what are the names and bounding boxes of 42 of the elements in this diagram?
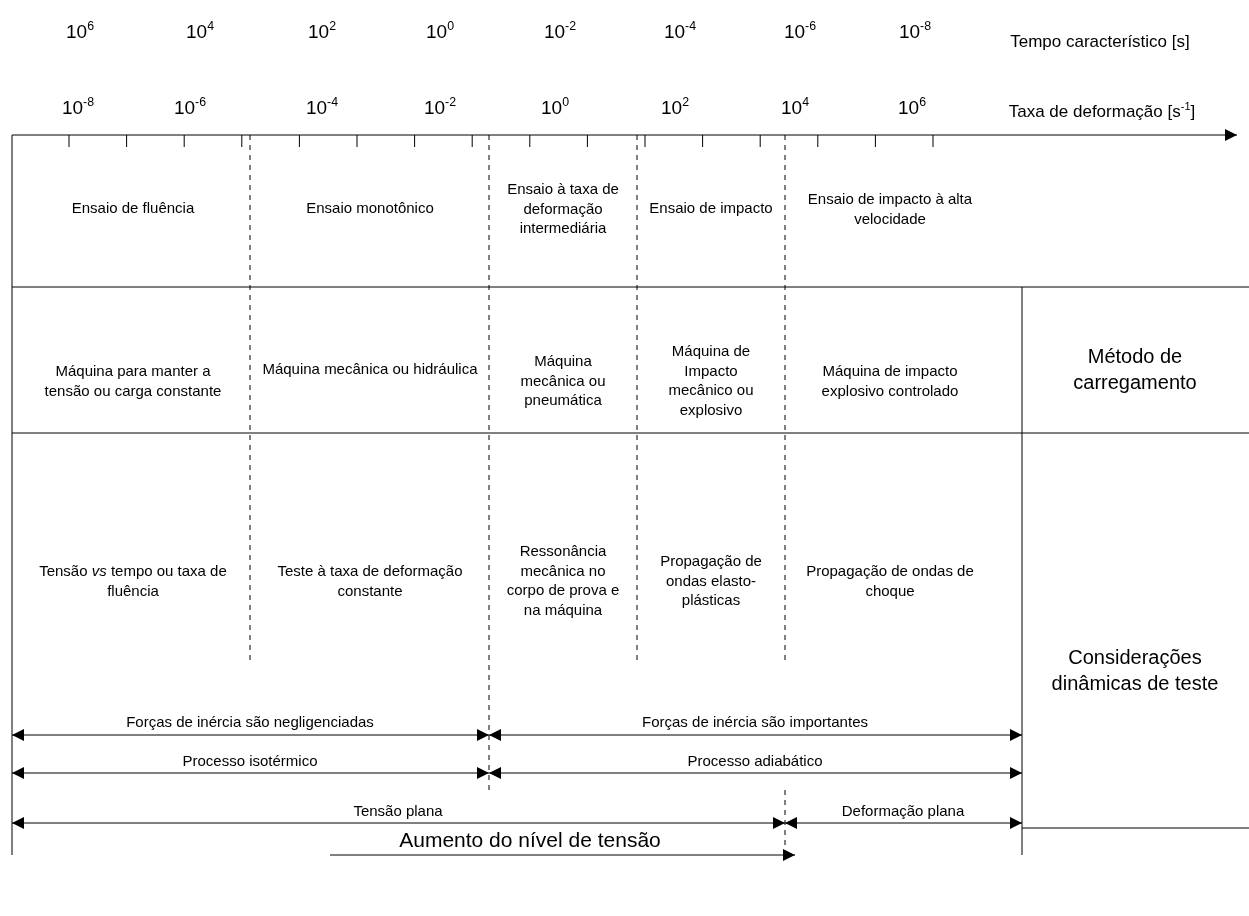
cell-text: Máquina mecânica ou pneumática	[519, 350, 607, 410]
range-label: Forças de inércia são negligenciadas	[125, 712, 375, 732]
row-heading: Considerações dinâmicas de teste	[1050, 645, 1220, 696]
tick-label: 10$^{0}$	[425, 19, 455, 44]
cell-text: Ensaio de impacto à alta velocidade	[806, 188, 974, 228]
range-label: Processo adiabático	[686, 751, 824, 771]
range-label: Tensão plana	[352, 801, 444, 821]
cell-text: Ressonância mecânica no corpo de prova e na máquina	[505, 541, 621, 619]
cell-text: Ensaio à taxa de deformação intermediária	[506, 178, 620, 238]
tick-label: 10$^{-4}$	[662, 19, 698, 44]
range-label: Forças de inércia são importantes	[641, 712, 869, 732]
cell-text: Propagação de ondas de choque	[805, 560, 975, 600]
tick-label: 10$^{-6}$	[172, 95, 208, 120]
tick-label: 10$^{-8}$	[60, 95, 96, 120]
cell-text: Ensaio monotônico	[305, 198, 435, 218]
tick-label: 10$^{2}$	[307, 19, 337, 44]
cell-text: Máquina para manter a tensão ou carga constante	[43, 360, 223, 400]
tick-label: 10$^{-2}$	[542, 19, 578, 44]
range-label: Processo isotérmico	[181, 751, 319, 771]
axis-title: Aumento do nível de tensão	[398, 827, 662, 854]
tick-label: 10$^{4}$	[185, 19, 215, 44]
axis-title: Taxa de deformação [s$^{-1}$]	[1007, 100, 1197, 123]
tick-label: 10$^{-6}$	[782, 19, 818, 44]
cell-text: Tensão vs tempo ou taxa de fluência	[38, 560, 228, 600]
axis-title: Tempo característico [s]	[1009, 30, 1191, 53]
tick-label: 10$^{6}$	[897, 95, 927, 120]
row-heading: Método de carregamento	[1072, 344, 1198, 395]
tick-label: 10$^{4}$	[780, 95, 810, 120]
tick-label: 10$^{-8}$	[897, 19, 933, 44]
cell-text: Máquina mecânica ou hidráulica	[261, 359, 479, 379]
tick-label: 10$^{-4}$	[304, 95, 340, 120]
cell-text: Máquina de Impacto mecânico ou explosivo	[667, 341, 755, 419]
cell-text: Propagação de ondas elasto-plásticas	[659, 550, 763, 610]
tick-label: 10$^{2}$	[660, 95, 690, 120]
tick-label: 10$^{0}$	[540, 95, 570, 120]
cell-text: Teste à taxa de deformação constante	[276, 560, 464, 600]
cell-text: Ensaio de fluência	[70, 198, 196, 218]
tick-label: 10$^{-2}$	[422, 95, 458, 120]
cell-text: Ensaio de impacto	[648, 198, 774, 218]
cell-text: Máquina de impacto explosivo controlado	[820, 360, 960, 400]
tick-label: 10$^{6}$	[65, 19, 95, 44]
range-label: Deformação plana	[840, 801, 966, 821]
